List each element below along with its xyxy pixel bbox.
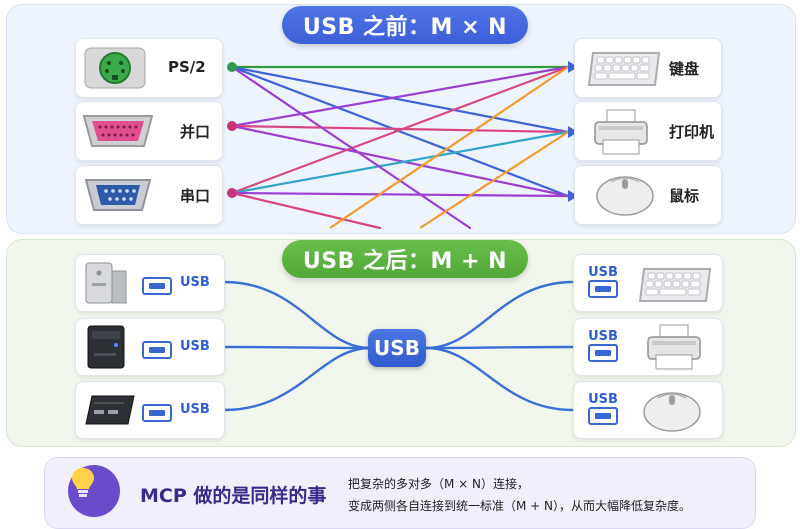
endpoint-dot [227,62,237,72]
usb-port-icon [142,404,172,422]
keyboard-usb-card: USB [573,254,723,312]
usb-label: USB [180,402,210,417]
connection-line [230,191,570,198]
connection-line [230,65,570,198]
ps2-card: PS/2 [75,38,223,98]
usb-label: USB [588,392,618,407]
connection-line [230,65,472,230]
after-usb-title: USB 之后：M + N [282,240,528,278]
connection-line [230,124,570,198]
ps2-label: PS/2 [168,58,206,76]
usb-label: USB [588,265,618,280]
connection-lines [223,61,578,412]
printer-usb-card: USB [573,318,723,376]
printer-label: 打印机 [669,123,715,141]
computer-card-3: USB [75,381,225,439]
usb-port-icon [142,341,172,359]
usb-connection-line [223,280,371,350]
serial-port-icon [84,179,152,211]
arrowhead [568,61,578,73]
connection-line [230,65,570,195]
keyboard-label: 键盘 [669,60,700,78]
usb-tag: USB [588,265,618,298]
mini-pc-icon [85,395,135,425]
keyboard-icon [638,268,712,302]
ps2-port-icon [84,47,146,89]
connection-line [419,131,569,229]
usb-tag: USB [588,392,618,425]
connection-line [230,191,382,230]
endpoint-dot [227,121,237,131]
connection-line [329,66,569,229]
usb-port-icon [588,344,618,362]
pc-case-icon [87,325,125,369]
mouse-icon [596,176,654,216]
keyboard-icon [587,52,661,86]
usb-connection-line [223,345,371,350]
mouse-icon [643,392,701,432]
endpoint-dot [227,188,237,198]
computer-card-2: USB [75,318,225,376]
summary-title: MCP 做的是同样的事 [140,485,327,507]
desktop-tower-icon [85,262,127,304]
usb-connection-line [425,280,574,350]
usb-label: USB [180,275,210,290]
keyboard-card: 键盘 [574,38,722,98]
before-usb-title: USB 之前：M × N [282,6,528,44]
usb-label: USB [588,329,618,344]
connection-line [230,130,570,195]
usb-connection-line [425,345,574,350]
usb-tag: USB [588,329,618,362]
arrowhead [568,190,578,202]
parallel-label: 并口 [180,123,211,141]
mouse-card: 鼠标 [574,165,722,225]
printer-icon [647,324,701,370]
summary-line-1: 把复杂的多对多（M × N）连接， [348,477,530,491]
connection-line [230,65,570,134]
usb-port-icon [588,407,618,425]
mouse-usb-card: USB [573,381,723,439]
serial-card: 串口 [75,165,223,225]
lightbulb-icon [68,465,120,517]
parallel-port-icon [82,115,154,147]
usb-port-icon [588,280,618,298]
usb-label: USB [180,339,210,354]
printer-icon [594,109,648,155]
arrowhead [568,126,578,138]
mouse-label: 鼠标 [669,187,700,205]
printer-card: 打印机 [574,101,722,161]
computer-card-1: USB [75,254,225,312]
connection-line [230,65,570,128]
usb-port-icon [142,277,172,295]
serial-label: 串口 [180,187,211,205]
usb-hub: USB [368,329,426,367]
usb-connection-line [425,346,574,412]
summary-line-2: 变成两侧各自连接到统一标准（M + N），从而大幅降低复杂度。 [348,499,692,513]
usb-connection-line [223,346,371,412]
parallel-card: 并口 [75,101,223,161]
